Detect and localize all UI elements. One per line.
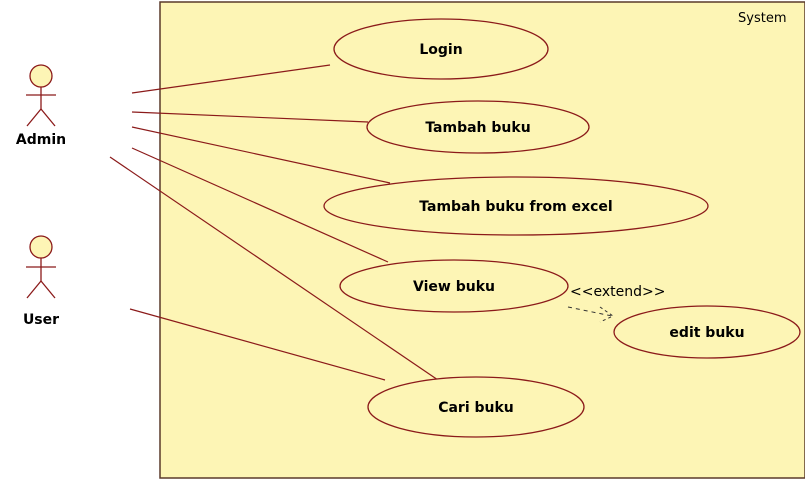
usecase-edit-buku-label: edit buku <box>669 325 744 341</box>
assoc-admin-login <box>131 64 331 94</box>
admin-associations <box>109 64 439 381</box>
usecase-edit-buku[interactable]: edit buku <box>613 305 801 359</box>
usecase-view-buku-ellipse[interactable] <box>339 259 569 313</box>
actor-user[interactable] <box>26 235 56 299</box>
system-label: System <box>738 11 786 26</box>
actor-user-label: User <box>23 312 59 328</box>
extend-arrowhead <box>599 306 615 323</box>
usecase-tambah-buku[interactable]: Tambah buku <box>366 100 590 154</box>
actor-user-head-icon <box>29 235 53 259</box>
actor-admin-label: Admin <box>16 132 66 148</box>
extend-relation: <<extend>> <box>567 284 665 323</box>
usecase-view-buku-label: View buku <box>413 279 495 295</box>
usecase-cari-buku[interactable]: Cari buku <box>367 376 585 438</box>
usecase-view-buku[interactable]: View buku <box>339 259 569 313</box>
assoc-admin-tambah-buku <box>131 111 369 123</box>
usecase-tambah-buku-ellipse[interactable] <box>366 100 590 154</box>
actor-user-leg-right <box>40 280 56 299</box>
actor-admin[interactable] <box>26 64 56 127</box>
extend-stereotype-label: <<extend>> <box>570 284 665 300</box>
usecase-tambah-buku-excel[interactable]: Tambah buku from excel <box>323 176 709 236</box>
usecase-cari-buku-ellipse[interactable] <box>367 376 585 438</box>
usecase-login-label: Login <box>419 42 462 58</box>
actor-admin-head-icon <box>29 64 53 88</box>
usecase-login[interactable]: Login <box>333 18 549 80</box>
actor-admin-leg-left <box>26 108 42 127</box>
usecase-login-ellipse[interactable] <box>333 18 549 80</box>
actor-admin-leg-right <box>40 108 56 127</box>
usecase-edit-buku-ellipse[interactable] <box>613 305 801 359</box>
usecase-tambah-buku-label: Tambah buku <box>425 120 530 136</box>
assoc-admin-view-buku <box>131 147 389 263</box>
assoc-admin-tambah-buku-excel <box>131 126 391 184</box>
assoc-admin-cari-buku <box>109 156 439 381</box>
actor-user-leg-left <box>26 280 42 299</box>
usecase-tambah-buku-excel-ellipse[interactable] <box>323 176 709 236</box>
usecase-tambah-buku-excel-label: Tambah buku from excel <box>419 199 612 215</box>
usecase-cari-buku-label: Cari buku <box>438 400 514 416</box>
assoc-user-cari-buku <box>129 308 386 381</box>
